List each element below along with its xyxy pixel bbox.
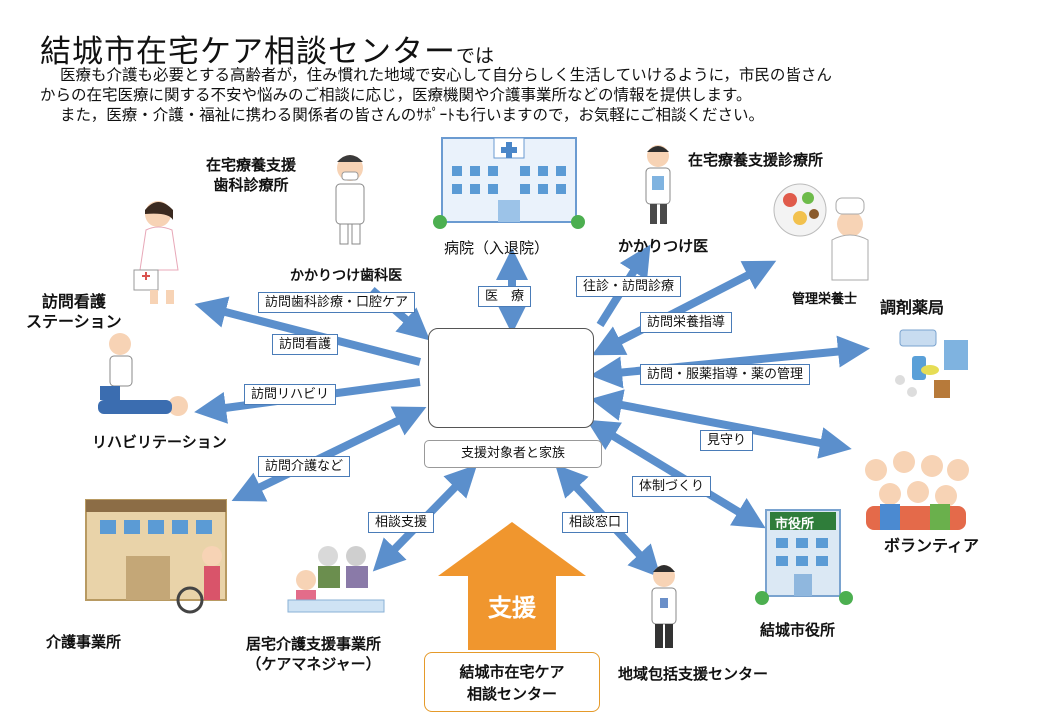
node-rehab: リハビリテーション	[92, 433, 227, 451]
node-care-office: 介護事業所	[46, 633, 122, 651]
nurse-illustration	[133, 201, 179, 304]
node-care-manager-line1: 居宅介護支援事業所	[246, 635, 382, 653]
support-label: 支援	[488, 594, 536, 622]
intro-line-3: また，医療・介護・福祉に携わる関係者の皆さんのｻﾎﾟｰﾄも行いますので，お気軽に…	[60, 106, 765, 124]
node-pharmacy: 調剤薬局	[880, 298, 945, 317]
label-dental: 訪問歯科診療・口腔ケア	[258, 292, 416, 313]
label-consult-window: 相談窓口	[562, 512, 629, 533]
node-care-manager-line2: （ケアマネジャー）	[246, 655, 381, 673]
node-hospital: 病院（入退院）	[444, 239, 550, 257]
label-consult-support: 相談支援	[368, 512, 435, 533]
title-main: 結城市在宅ケア相談センター	[40, 34, 456, 70]
label-home-visit: 往診・訪問診療	[576, 276, 682, 297]
org-name-line1: 結城市在宅ケア	[459, 663, 565, 681]
care-office-illustration	[85, 499, 227, 614]
node-nursing-station-line1: 訪問看護	[41, 292, 106, 311]
dietitian-illustration	[773, 183, 869, 281]
node-dentist: かかりつけ歯科医	[290, 268, 403, 284]
node-nursing-station: 訪問看護 ステーション	[26, 292, 122, 332]
title-suffix: では	[456, 45, 495, 67]
label-nutrition: 訪問栄養指導	[640, 312, 733, 333]
node-dental-clinic-line1: 在宅療養支援	[206, 156, 297, 174]
rehab-illustration	[98, 333, 188, 416]
center-family-label: 支援対象者と家族	[424, 440, 602, 468]
center-subject-box	[428, 328, 594, 428]
staff-illustration	[651, 565, 677, 648]
node-family-doctor: かかりつけ医	[618, 237, 709, 255]
label-nursing: 訪問看護	[272, 334, 339, 355]
node-dietitian: 管理栄養士	[792, 292, 858, 307]
label-care: 訪問介護など	[258, 456, 351, 477]
node-dental-clinic: 在宅療養支援 歯科診療所	[206, 155, 296, 195]
arrow-care	[231, 406, 427, 502]
label-rehab: 訪問リハビリ	[244, 384, 337, 405]
page-title: 結城市在宅ケア相談センターでは	[40, 26, 494, 71]
hospital-illustration	[433, 137, 585, 229]
city-hall-illustration	[755, 509, 853, 605]
city-hall-sign: 市役所	[775, 517, 815, 532]
label-system: 体制づくり	[632, 476, 712, 497]
label-pharmacy: 訪問・服薬指導・薬の管理	[640, 364, 811, 385]
org-box: 結城市在宅ケア 相談センター	[424, 652, 600, 712]
org-name-line2: 相談センター	[466, 685, 557, 703]
arrow-city-hall	[586, 419, 766, 529]
arrow-dietitian	[591, 260, 777, 356]
medicine-illustration	[895, 329, 968, 398]
intro-line-1: 医療も介護も必要とする高齢者が，住み慣れた地域で安心して自分らしく生活していける…	[60, 66, 832, 84]
node-nursing-station-line2: ステーション	[26, 312, 122, 331]
node-city-hall: 結城市役所	[760, 621, 836, 639]
dentist-illustration	[335, 155, 365, 245]
node-dental-clinic-line2: 歯科診療所	[213, 176, 289, 194]
intro-line-2: からの在宅医療に関する不安や悩みのご相談に応じ，医療機関や介護事業所などの情報を…	[40, 86, 752, 104]
label-watch: 見守り	[700, 430, 754, 451]
support-arrow	[438, 522, 586, 650]
label-medical: 医 療	[478, 286, 532, 307]
node-care-manager: 居宅介護支援事業所 （ケアマネジャー）	[246, 634, 381, 674]
doctor-illustration	[645, 145, 671, 224]
node-clinic: 在宅療養支援診療所	[688, 151, 824, 169]
volunteers-illustration	[865, 451, 969, 530]
care-manager-illustration	[287, 546, 385, 613]
node-community-center: 地域包括支援センター	[618, 665, 769, 683]
node-volunteer: ボランティア	[884, 536, 980, 555]
